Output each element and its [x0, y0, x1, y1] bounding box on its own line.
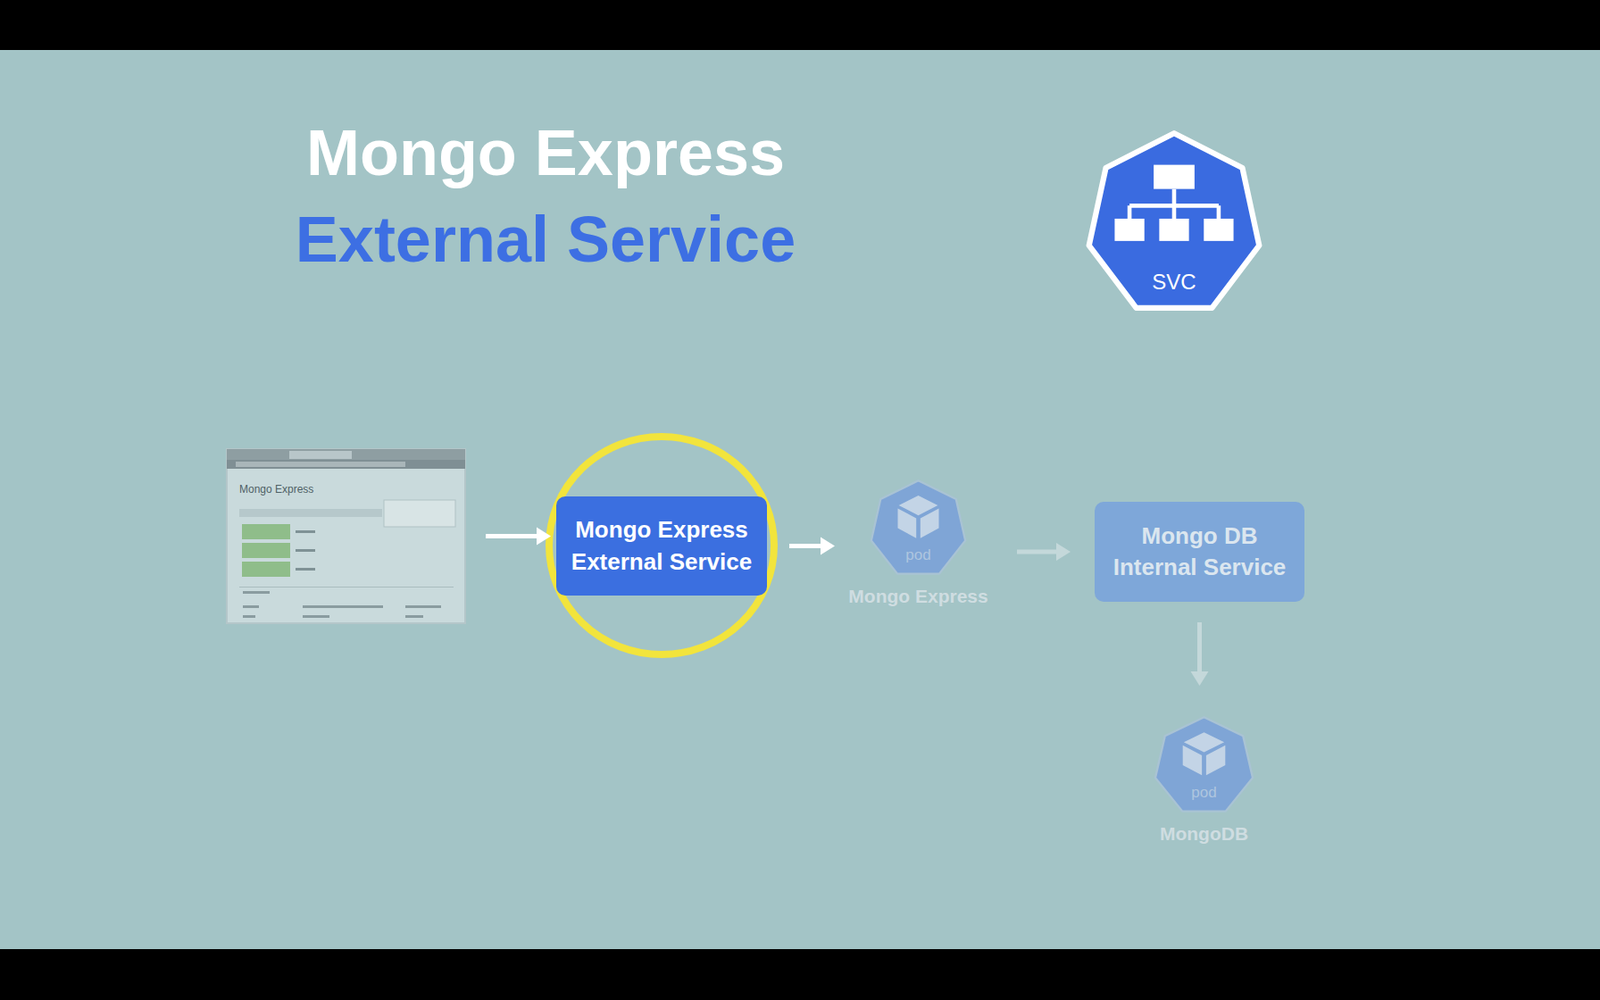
hierarchy-icon — [1203, 218, 1234, 242]
arrow-head — [1056, 542, 1071, 561]
flow-arrow — [485, 527, 551, 546]
cube-icon — [898, 508, 917, 538]
db-button — [241, 524, 291, 540]
hierarchy-icon — [1114, 218, 1144, 242]
hierarchy-icon — [1158, 218, 1189, 242]
status-line — [242, 615, 256, 618]
title-text: Mongo Express — [306, 116, 785, 189]
screenshot-heading: Mongo Express — [239, 483, 314, 496]
subtitle-wrap: External Service — [0, 207, 1092, 272]
flow-arrow — [789, 537, 835, 556]
heptagon-outline — [871, 480, 966, 574]
service-label: Mongo Express External Service — [566, 514, 757, 577]
pod-heading-wrap: MongoDB — [1159, 823, 1249, 844]
db-name-line — [295, 567, 316, 571]
service-box: Mongo DB Internal Service — [1094, 501, 1305, 602]
screenshot-frame — [226, 449, 466, 624]
status-line — [405, 615, 424, 618]
pod-label: pod — [905, 547, 931, 565]
status-line — [302, 615, 330, 618]
arrow-shaft — [1197, 622, 1202, 674]
address-field — [235, 461, 406, 467]
arrow-head — [1191, 671, 1209, 686]
subtitle-text: External Service — [295, 203, 796, 275]
screenshot-picture — [226, 449, 466, 624]
db-name-line — [295, 530, 316, 534]
browser-tab-bar — [226, 449, 466, 460]
table-rule — [239, 586, 454, 588]
address-bar — [226, 459, 466, 469]
status-line — [405, 605, 442, 609]
letterbox-bar — [0, 949, 1600, 1000]
pod-heading: MongoDB — [1159, 823, 1249, 844]
arrow-shaft — [485, 533, 539, 539]
flow-arrow — [1016, 542, 1071, 561]
flow-arrow — [1191, 622, 1209, 686]
hierarchy-icon — [1129, 189, 1219, 219]
arrow-head — [820, 537, 835, 556]
info-panel — [383, 500, 456, 527]
arrow-shaft — [1016, 550, 1059, 555]
pod-icon: podMongo Express — [866, 477, 970, 577]
arrow-shaft — [789, 543, 823, 549]
pod-heading-wrap: Mongo Express — [848, 585, 988, 607]
db-name-line — [295, 549, 316, 552]
cube-icon — [1183, 745, 1202, 776]
heptagon-outline — [1155, 716, 1253, 811]
icon-label: SVC — [1151, 270, 1196, 294]
db-button — [241, 542, 291, 559]
status-line — [302, 605, 384, 609]
status-line — [242, 605, 259, 609]
cube-icon — [1206, 745, 1225, 776]
title-wrap: Mongo Express — [0, 120, 1092, 185]
highlight-circle — [549, 436, 775, 655]
heptagon-outline — [1089, 133, 1260, 309]
service-label: Mongo DB Internal Service — [1105, 520, 1295, 584]
table-header — [239, 508, 383, 517]
browser-tab — [289, 450, 352, 459]
arrow-head — [536, 527, 551, 546]
screenshot-thumbnail: Mongo Express — [226, 449, 466, 624]
status-line — [242, 591, 270, 594]
cube-icon — [920, 508, 940, 538]
letterbox-bar — [0, 0, 1600, 50]
hierarchy-icon — [1153, 165, 1195, 190]
db-button — [241, 561, 291, 577]
pod-heading: Mongo Express — [848, 585, 988, 607]
pod-icon: podMongoDB — [1150, 714, 1258, 815]
service-box: Mongo Express External Service — [556, 496, 767, 596]
pod-label: pod — [1191, 784, 1217, 802]
service-icon: SVC — [1081, 127, 1267, 314]
